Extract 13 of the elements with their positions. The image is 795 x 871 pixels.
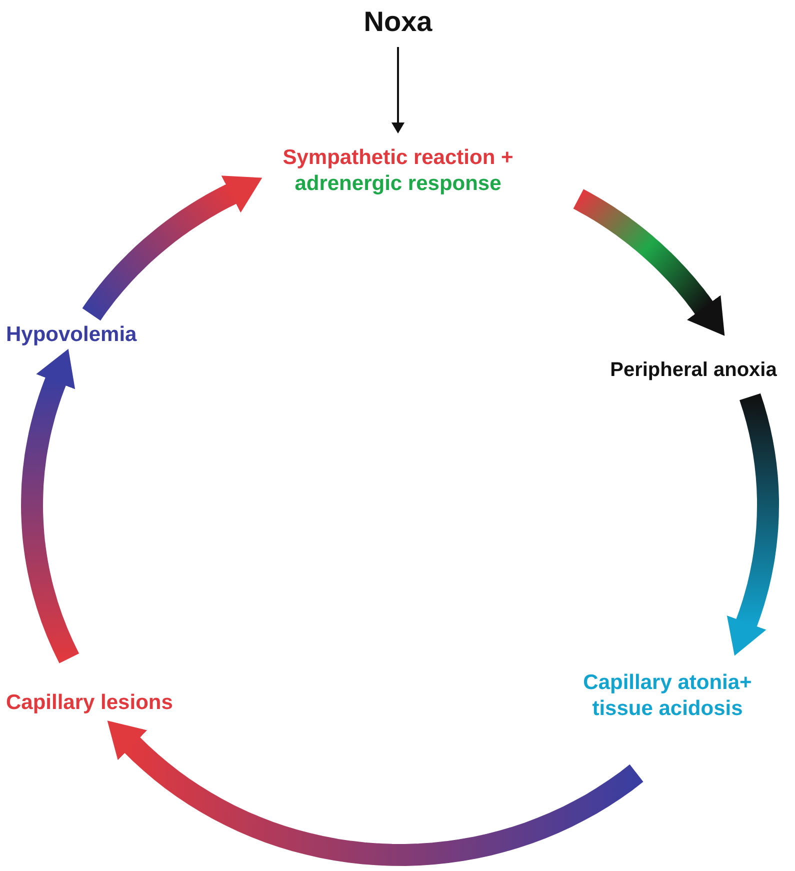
curved-arrow — [82, 176, 262, 322]
node-label: Noxa — [362, 5, 434, 39]
node-label: adrenergic response — [294, 171, 502, 198]
node-label: Capillary lesions — [6, 690, 174, 716]
curved-arrow — [21, 348, 80, 664]
node-label: Capillary atonia+ tissue acidosis — [582, 670, 753, 722]
node-label: Peripheral anoxia — [609, 358, 778, 383]
arrow — [391, 47, 405, 134]
curved-arrow — [571, 189, 725, 336]
node-label: Sympathetic reaction + — [282, 145, 514, 171]
curved-arrow — [107, 720, 644, 866]
curved-arrow — [726, 391, 779, 656]
node-label: Hypovolemia — [6, 322, 138, 348]
